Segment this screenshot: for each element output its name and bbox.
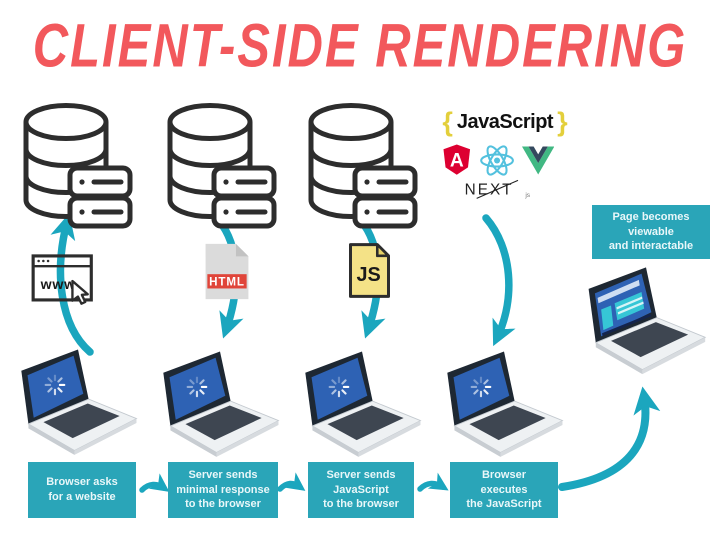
database-server-icon-3 [305,98,421,232]
step-4-line-1: Browser [481,469,527,482]
www-browser-icon [30,248,96,311]
step-4-line-3: the JavaScript [466,498,542,511]
step-box-4: Browser executes the JavaScript [450,462,558,518]
step-box-2: Server sends minimal response to the bro… [168,462,278,518]
arrow-step-2-3 [277,472,306,492]
brace-close: } [557,106,568,137]
laptop-rendered-page [583,262,709,375]
step-4-line-2: executes [480,483,528,496]
arrow-step-1-2 [139,473,170,493]
arrow-browser-to-server [50,213,94,356]
step-2-line-1: Server sends [188,469,258,482]
brace-open: { [442,106,453,137]
database-server-icon-2 [164,98,280,232]
step-box-1: Browser asks for a website [28,462,136,518]
result-line-1: Page becomes [612,211,690,224]
html-file-icon [202,242,252,301]
laptop-loading-1 [16,344,140,456]
result-line-2: viewable [628,225,674,238]
javascript-label: JavaScript [456,110,554,133]
framework-logos [442,142,554,178]
js-file-icon [346,242,393,299]
vue-icon [522,146,554,175]
result-line-3: and interactable [608,240,694,253]
react-icon [478,143,516,178]
arrow-js-to-browser [482,214,516,347]
step-box-3: Server sends JavaScript to the browser [308,462,414,518]
angular-icon [442,143,472,177]
step-1-line-2: for a website [48,491,116,503]
step-1-line-1: Browser asks [46,476,118,489]
laptop-loading-2 [158,346,282,458]
step-2-line-2: minimal response [176,483,270,496]
arrow-to-rendered-page [558,386,661,491]
arrow-step-3-4 [417,472,449,492]
database-server-icon-1 [20,98,136,232]
javascript-wordmark: { JavaScript } [438,106,572,138]
page-title: CLIENT-SIDE RENDERING [32,13,688,81]
result-note-box: Page becomes viewable and interactable [592,205,710,259]
nextjs-icon [460,179,536,199]
laptop-loading-4 [442,346,566,458]
step-3-line-2: JavaScript [333,483,389,496]
step-3-line-1: Server sends [326,469,396,482]
step-3-line-3: to the browser [323,498,399,511]
laptop-loading-3 [300,346,424,458]
step-2-line-3: to the browser [185,498,261,511]
